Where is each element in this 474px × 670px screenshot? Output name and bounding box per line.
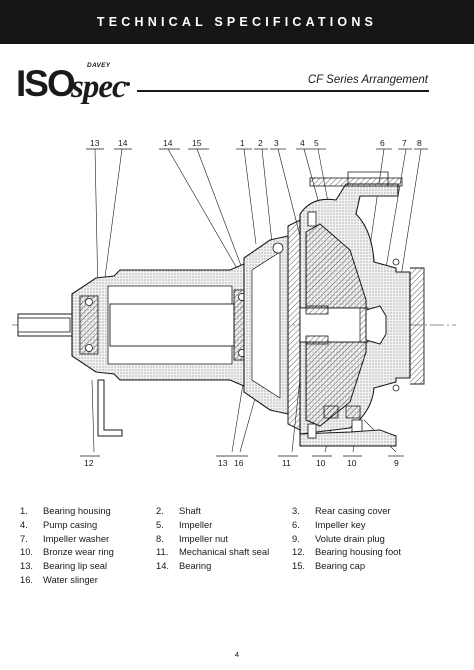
svg-text:11: 11 [282, 458, 291, 468]
callout-label: 7 [402, 138, 407, 148]
svg-text:10: 10 [347, 458, 357, 468]
legend-item: 12.Bearing housing foot [292, 546, 402, 558]
callout-label: 14 [163, 138, 173, 148]
shaft-in-housing [109, 303, 235, 347]
svg-text:7: 7 [402, 138, 407, 148]
callout-label: 13 [90, 138, 100, 148]
header-band: TECHNICAL SPECIFICATIONS [0, 0, 474, 44]
bearing-housing-foot [97, 379, 123, 437]
svg-text:13: 13 [90, 138, 100, 148]
svg-text:8: 8 [417, 138, 422, 148]
casing-foot [299, 429, 397, 447]
parts-legend: 1.Bearing housing 2.Shaft 3.Rear casing … [20, 505, 460, 586]
legend-item: 11.Mechanical shaft seal [156, 546, 270, 558]
callout-row-top: 13 14 14 15 1 2 3 4 5 6 7 8 [90, 138, 422, 148]
title-rule [137, 90, 429, 92]
legend-item: 14.Bearing [156, 560, 212, 572]
logo-spec: spec [71, 69, 127, 105]
legend-item: 5.Impeller [156, 518, 213, 530]
svg-text:10: 10 [316, 458, 326, 468]
legend-item: 16.Water slinger [20, 573, 98, 585]
callout-label: 12 [84, 458, 94, 468]
callout-label: 16 [234, 458, 244, 468]
rear-casing-cover [287, 219, 301, 431]
callout-label: 5 [314, 138, 319, 148]
svg-text:4: 4 [300, 138, 305, 148]
mechanical-seal [305, 305, 329, 345]
callout-label: 2 [258, 138, 263, 148]
legend-item: 2.Shaft [156, 505, 201, 516]
legend-item: 3.Rear casing cover [292, 505, 391, 516]
legend-item: 6.Impeller key [292, 518, 366, 530]
svg-text:5: 5 [314, 138, 319, 148]
logo-dot [126, 82, 130, 86]
impeller-washer [359, 307, 367, 343]
callout-label: 10 [347, 458, 357, 468]
legend-item: 4.Pump casing [20, 518, 98, 530]
legend-item: 9.Volute drain plug [292, 532, 385, 544]
page-heading: TECHNICAL SPECIFICATIONS [96, 15, 378, 29]
legend-item: 1.Bearing housing [20, 505, 111, 516]
svg-text:3: 3 [274, 138, 279, 148]
svg-text:2: 2 [258, 138, 263, 148]
legend-item: 15.Bearing cap [292, 560, 366, 572]
logo-brand: DAVEY [87, 62, 111, 69]
pump-arrangement-drawing: 13 14 14 15 1 2 3 4 5 6 7 8 12 13 16 11 [12, 138, 456, 468]
callout-label: 6 [380, 138, 385, 148]
logo-iso: ISO [16, 63, 76, 104]
callout-row-bottom: 12 13 16 11 10 10 9 [84, 458, 399, 468]
isospec-logo: ISO DAVEY spec [16, 62, 134, 106]
legend-item: 8.Impeller nut [156, 532, 228, 544]
svg-text:12: 12 [84, 458, 94, 468]
callout-label: 10 [316, 458, 326, 468]
drawing-title: CF Series Arrangement [307, 74, 428, 86]
drain-port [272, 242, 284, 254]
callout-label: 13 [218, 458, 228, 468]
callout-label: 11 [282, 458, 291, 468]
legend-item: 13.Bearing lip seal [20, 560, 108, 572]
svg-text:16: 16 [234, 458, 244, 468]
svg-text:9: 9 [394, 458, 399, 468]
discharge-flange [309, 177, 403, 187]
svg-text:15: 15 [192, 138, 202, 148]
callout-label: 1 [240, 138, 245, 148]
legend-item: 7.Impeller washer [20, 532, 110, 544]
callout-label: 3 [274, 138, 279, 148]
suction-flange [410, 267, 425, 385]
wear-ring [345, 405, 361, 419]
bearing-left [79, 295, 99, 355]
svg-text:13: 13 [218, 458, 228, 468]
volute-drain-plug [351, 419, 363, 433]
page-number: 4 [234, 650, 240, 659]
callout-label: 9 [394, 458, 399, 468]
svg-text:1: 1 [240, 138, 245, 148]
svg-text:14: 14 [118, 138, 128, 148]
callout-label: 15 [192, 138, 202, 148]
svg-text:14: 14 [163, 138, 173, 148]
callout-label: 14 [118, 138, 128, 148]
bolts [307, 211, 400, 439]
svg-text:6: 6 [380, 138, 385, 148]
wear-ring [323, 405, 339, 419]
shaft-keyway [17, 317, 71, 333]
callout-label: 8 [417, 138, 422, 148]
impeller-nut [365, 305, 387, 345]
callout-label: 4 [300, 138, 305, 148]
legend-item: 10.Bronze wear ring [20, 546, 114, 558]
